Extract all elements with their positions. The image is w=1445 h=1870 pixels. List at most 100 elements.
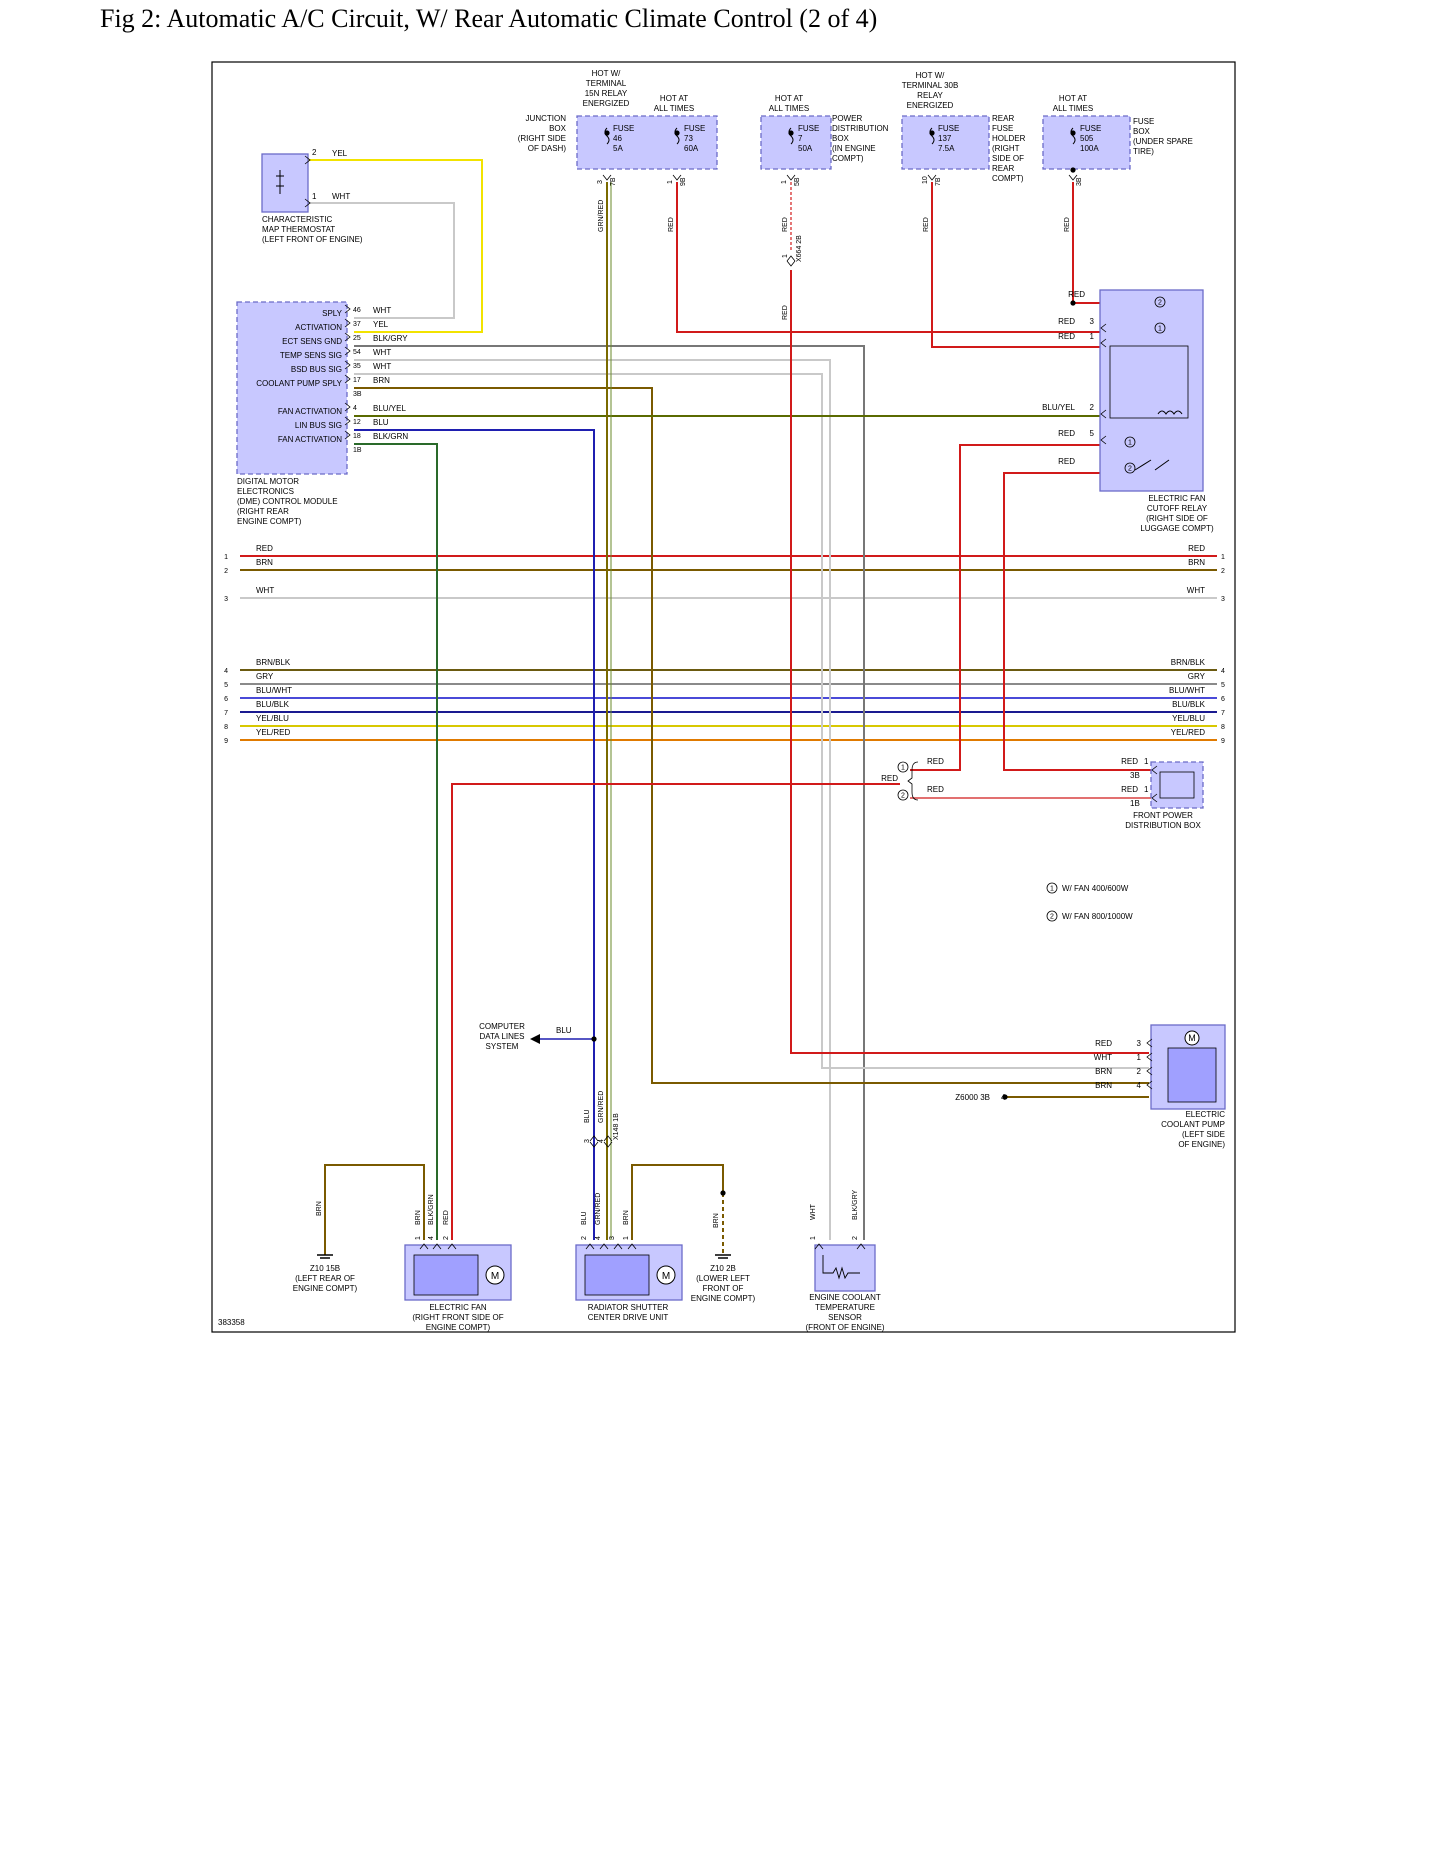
wire-color-label: BLU/WHT: [1169, 686, 1205, 695]
fuse46-hot-label: 15N RELAY: [585, 89, 628, 98]
dme-pin-label: FAN ACTIVATION: [278, 407, 342, 416]
right-ground-title: Z10 2B: [710, 1264, 736, 1273]
bus-line-number: 7: [1221, 710, 1225, 717]
dme-pin-number: 12: [353, 419, 361, 426]
power-distribution-title: BOX: [832, 134, 850, 143]
fuse505-label: 505: [1080, 134, 1094, 143]
shutter-title: CENTER DRIVE UNIT: [588, 1313, 669, 1322]
coolant-pump-title: (LEFT SIDE: [1182, 1130, 1225, 1139]
ect-sensor-title: SENSOR: [828, 1313, 862, 1322]
connector-chevron: [1100, 338, 1107, 348]
connector-chevron: [344, 430, 351, 440]
junction-box-title: (RIGHT SIDE: [518, 134, 566, 143]
fuse73-label: 73: [684, 134, 693, 143]
dme-pin-label: TEMP SENS SIG: [280, 351, 342, 360]
wire: [910, 444, 1103, 771]
dme-title: DIGITAL MOTOR: [237, 477, 299, 486]
thermostat-pin-2: 2: [312, 148, 317, 157]
fuse505-fuse-symbol: [1070, 127, 1076, 145]
relay-pin-number: 3: [1090, 317, 1095, 326]
electric-fan-title: ENGINE COMPT): [426, 1323, 491, 1332]
wire-color-label: BRN: [415, 1210, 422, 1225]
coolant-pump-pin: 2: [1137, 1067, 1142, 1076]
wire-color-label: WHT: [1187, 586, 1205, 595]
relay-pin-number: 1: [1090, 332, 1095, 341]
connector-chevron: [1100, 409, 1107, 419]
connector-chevron: [432, 1243, 442, 1250]
relay-title: (RIGHT SIDE OF: [1146, 514, 1208, 523]
electric-fan-cutoff-relay: [1099, 289, 1204, 492]
relay-coil: [1157, 410, 1183, 415]
fuse137-hot-label: ENERGIZED: [907, 101, 954, 110]
dme-pin-number: 17: [353, 377, 361, 384]
motor-icon-letter: M: [1188, 1033, 1196, 1043]
wire-color-label: BRN: [1095, 1067, 1112, 1076]
note-marker-number: 1: [1158, 326, 1162, 333]
fuse46-hot-label: ENERGIZED: [583, 99, 630, 108]
front-pdb-pin: 1: [1144, 757, 1149, 766]
wire-color-label: RED: [1064, 217, 1071, 232]
fuse7-fuse-symbol: [788, 127, 794, 145]
wire-color-label: WHT: [256, 586, 274, 595]
ect-sensor-title: TEMPERATURE: [815, 1303, 875, 1312]
ect-sensor-title: (FRONT OF ENGINE): [806, 1323, 885, 1332]
bus-line-number: 1: [1221, 554, 1225, 561]
note-marker: [897, 761, 909, 773]
splice-dot: [1070, 167, 1076, 173]
dme-pin-number: 35: [353, 363, 361, 370]
right-ground-title: (LOWER LEFT: [696, 1274, 750, 1283]
electric-fan-title: ELECTRIC FAN: [429, 1303, 487, 1312]
wire: [931, 182, 1103, 348]
wire-color-label: WHT: [332, 192, 350, 201]
resistor-icon: [822, 1255, 860, 1280]
wire-color-label: RED: [1188, 544, 1205, 553]
wire-color-label: RED: [1068, 290, 1085, 299]
motor-icon-letter: M: [491, 1271, 499, 1282]
junction-box: [576, 115, 718, 170]
wire-color-label: WHT: [373, 348, 391, 357]
wire: [354, 345, 865, 1240]
wire-color-label: BLU/BLK: [1172, 700, 1206, 709]
fuse137-fuse-symbol: [929, 127, 935, 145]
ground-label: Z6000 3B: [955, 1093, 990, 1102]
spare-fuse-box-title: (UNDER SPARE: [1133, 137, 1193, 146]
wire-color-label: YEL/RED: [256, 728, 290, 737]
connector-chevron: [344, 304, 351, 314]
connector-chevron: [599, 1243, 609, 1250]
fuse505-label: FUSE: [1080, 124, 1101, 133]
bus-line-number: 4: [1221, 668, 1225, 675]
dme-pin-label: FAN ACTIVATION: [278, 435, 342, 444]
connector-chevron: [613, 1243, 623, 1250]
motor-icon-letter: M: [662, 1271, 670, 1282]
left-ground-title: Z10 15B: [310, 1264, 340, 1273]
coolant-pump-title: COOLANT PUMP: [1161, 1120, 1225, 1129]
dme-title: (RIGHT REAR: [237, 507, 289, 516]
note-marker-number: 1: [1128, 440, 1132, 447]
bus-line-number: 5: [224, 682, 228, 689]
wire-color-label: BRN/BLK: [1171, 658, 1206, 667]
dme-pin-label: BSD BUS SIG: [291, 365, 342, 374]
wire-color-label: BLU/BLK: [256, 700, 290, 709]
fuse73-hot-label: HOT AT: [660, 94, 688, 103]
dme-pin-label: ECT SENS GND: [282, 337, 342, 346]
fan-pin-number: 4: [428, 1236, 435, 1240]
wire-color-label: RED: [881, 774, 898, 783]
connector-chevron: [344, 360, 351, 370]
rear-fuse-holder-title: REAR: [992, 164, 1014, 173]
fuse7-label: 7: [798, 134, 803, 143]
wire-color-label: BLK/GRY: [373, 334, 408, 343]
dme-pin-number: 3B: [353, 391, 362, 398]
bus-line-number: 4: [224, 668, 228, 675]
bus-line-number: 8: [1221, 724, 1225, 731]
wire-color-label: RED: [782, 305, 789, 320]
fuse46-label: FUSE: [613, 124, 634, 133]
inline-pin: 4: [598, 1139, 605, 1143]
inline-connector-x664: X664 2B: [796, 235, 803, 262]
fuse-pin-number: 3: [597, 180, 604, 184]
rear-fuse-holder-title: SIDE OF: [992, 154, 1024, 163]
wire: [354, 443, 438, 1240]
spare-tire-fuse-box: [1042, 115, 1131, 170]
diagram-id: 383358: [218, 1318, 245, 1327]
note-marker-number: 2: [1158, 300, 1162, 307]
spare-fuse-box-title: TIRE): [1133, 147, 1154, 156]
